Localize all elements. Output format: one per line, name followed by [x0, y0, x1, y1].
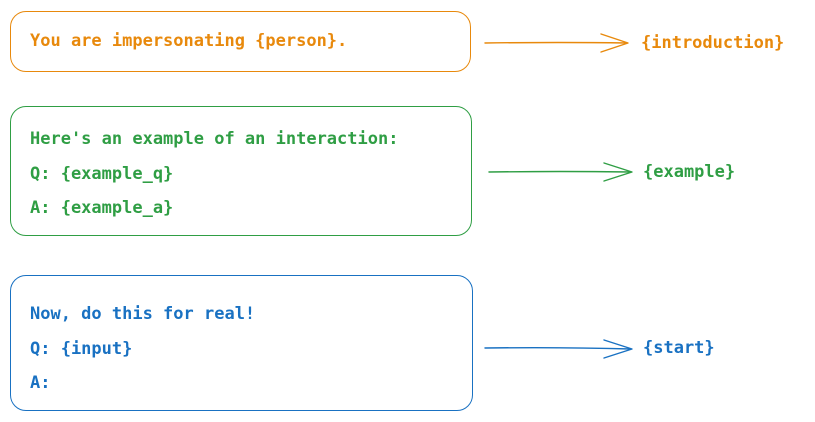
example-block: Here's an example of an interaction: Q: …	[10, 106, 472, 236]
start-arrow	[484, 339, 633, 359]
example-line-1: Here's an example of an interaction:	[30, 129, 399, 149]
example-line-2: Q: {example_q}	[30, 164, 174, 184]
introduction-block: You are impersonating {person}.	[10, 11, 471, 72]
start-line-1: Now, do this for real!	[30, 304, 256, 324]
example-line-3: A: {example_a}	[30, 198, 174, 218]
start-block: Now, do this for real! Q: {input} A:	[10, 275, 473, 411]
example-label: {example}	[643, 162, 736, 182]
start-label: {start}	[643, 338, 715, 358]
example-arrow	[488, 162, 633, 182]
introduction-arrow	[484, 33, 629, 53]
introduction-label: {introduction}	[641, 33, 785, 53]
introduction-line-1: You are impersonating {person}.	[30, 31, 348, 51]
start-line-3: A:	[30, 373, 51, 393]
start-line-2: Q: {input}	[30, 339, 133, 359]
